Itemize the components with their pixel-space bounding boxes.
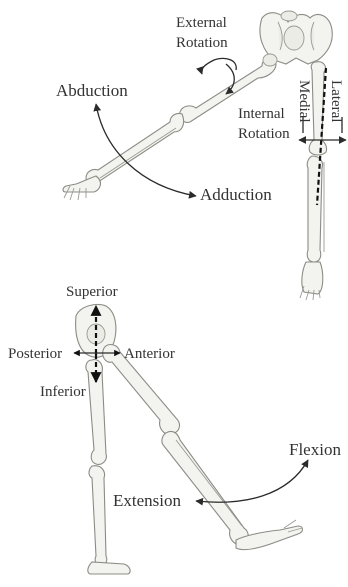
posterior-label: Posterior	[8, 346, 62, 362]
lateral-label: Lateral	[328, 80, 344, 122]
abduction-label: Abduction	[56, 81, 128, 100]
adduction-label: Adduction	[200, 185, 272, 204]
standing-leg-bottom	[86, 360, 130, 574]
abducted-lower-leg	[86, 113, 184, 184]
top-skeleton	[63, 11, 332, 300]
internal-rotation-label: Internal Rotation	[238, 106, 290, 142]
flexion-label: Flexion	[289, 440, 341, 459]
abducted-foot	[63, 176, 100, 200]
medial-label: Medial	[296, 80, 312, 123]
bottom-skeleton	[76, 304, 303, 574]
external-rotation-arrow	[202, 58, 237, 74]
extension-label: Extension	[113, 491, 181, 510]
external-rotation-label: External Rotation	[176, 15, 231, 51]
extended-lower-leg	[162, 431, 248, 544]
superior-label: Superior	[66, 284, 118, 300]
inferior-label: Inferior	[40, 384, 86, 400]
anterior-label: Anterior	[124, 346, 175, 362]
